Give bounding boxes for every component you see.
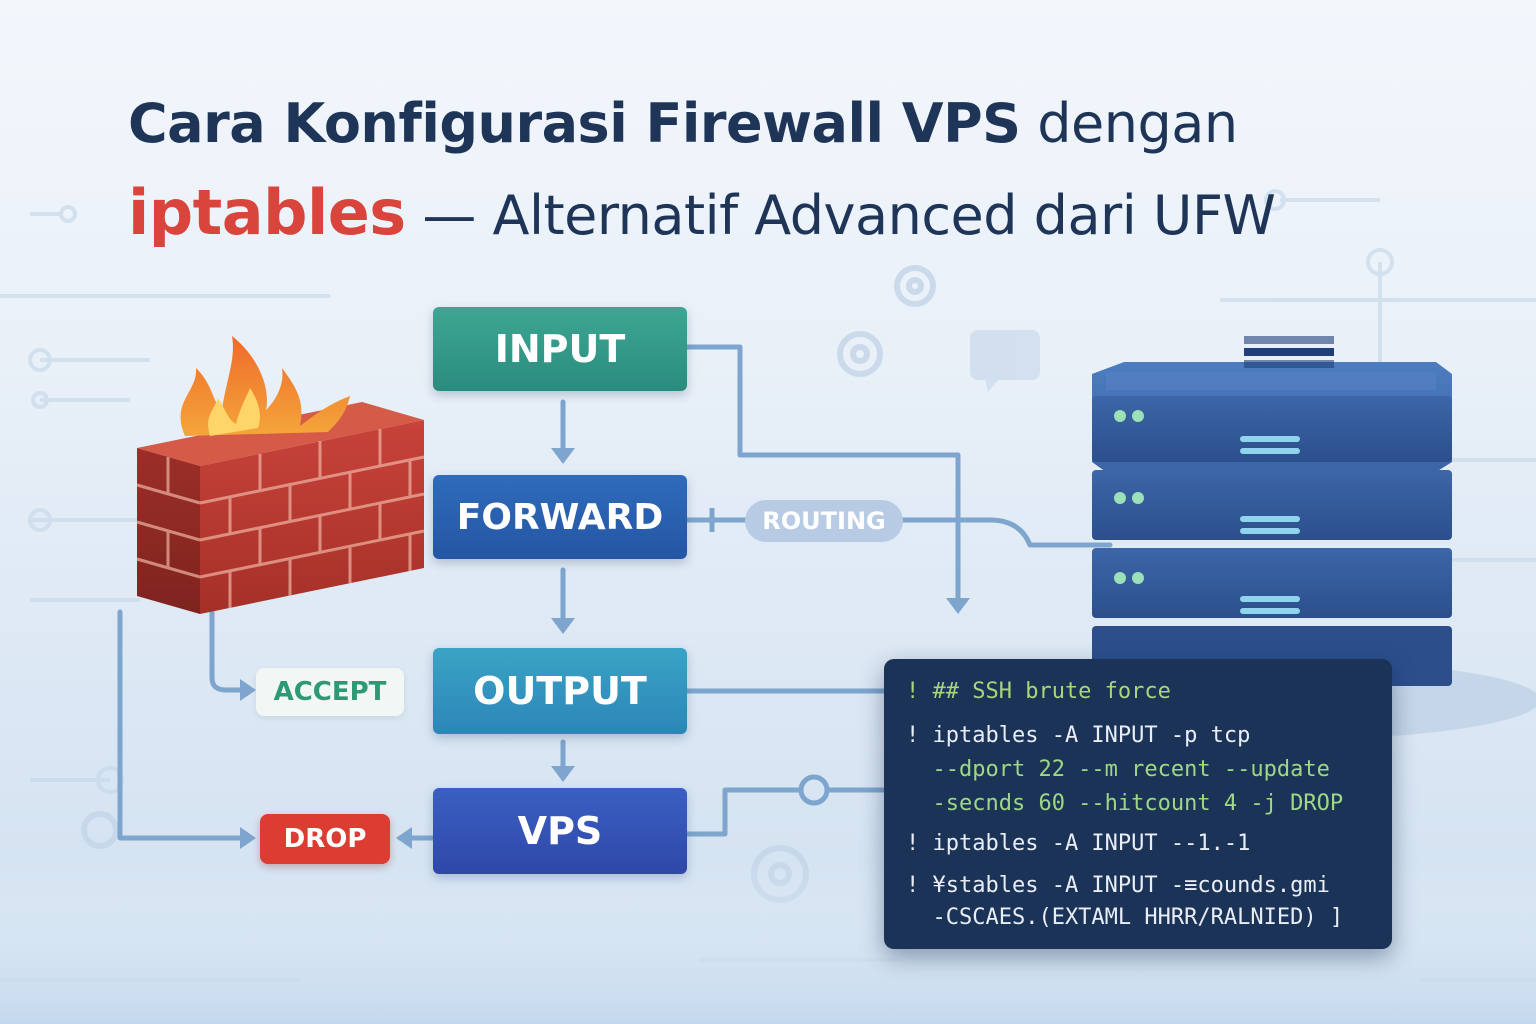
terminal-line: ! iptables -A INPUT --1.-1 [906,831,1251,856]
routing-label: ROUTING [745,500,903,542]
flow-connectors [117,344,1113,841]
firewall-icon [136,402,425,614]
terminal-line: ! ¥stables -A INPUT -≡counds.gmi [906,873,1330,898]
terminal-line: ! ## SSH brute force [906,679,1171,704]
terminal-line: -secnds 60 --hitcount 4 -j DROP [906,791,1344,816]
title-subtitle-text: — Alternatif Advanced dari UFW [405,184,1276,247]
terminal-panel: ! ## SSH brute force ! iptables -A INPUT… [884,659,1392,949]
connector-node [798,774,830,806]
terminal-line: --dport 22 --m recent --update [906,757,1330,782]
terminal-line: ! iptables -A INPUT -p tcp [906,723,1251,748]
drop-label: DROP [260,814,390,864]
page-title-line-1: Cara Konfigurasi Firewall VPS dengan [128,92,1238,155]
output-chain-box: OUTPUT [433,648,687,734]
fire-icon [180,336,350,436]
vps-box: VPS [433,788,687,874]
accept-label: ACCEPT [256,668,404,716]
title-rest-text: dengan [1020,92,1238,155]
title-bold-text: Cara Konfigurasi Firewall VPS [128,92,1021,155]
background-speech-icon [970,330,1040,392]
title-accent-text: iptables [128,176,406,249]
page-title-line-2: iptables — Alternatif Advanced dari UFW [128,176,1276,249]
arrow-heads [240,448,970,849]
forward-chain-box: FORWARD [433,475,687,559]
input-chain-box: INPUT [433,307,687,391]
terminal-line: -CSCAES.(EXTAML HHRR/RALNIED) ] [906,905,1344,930]
